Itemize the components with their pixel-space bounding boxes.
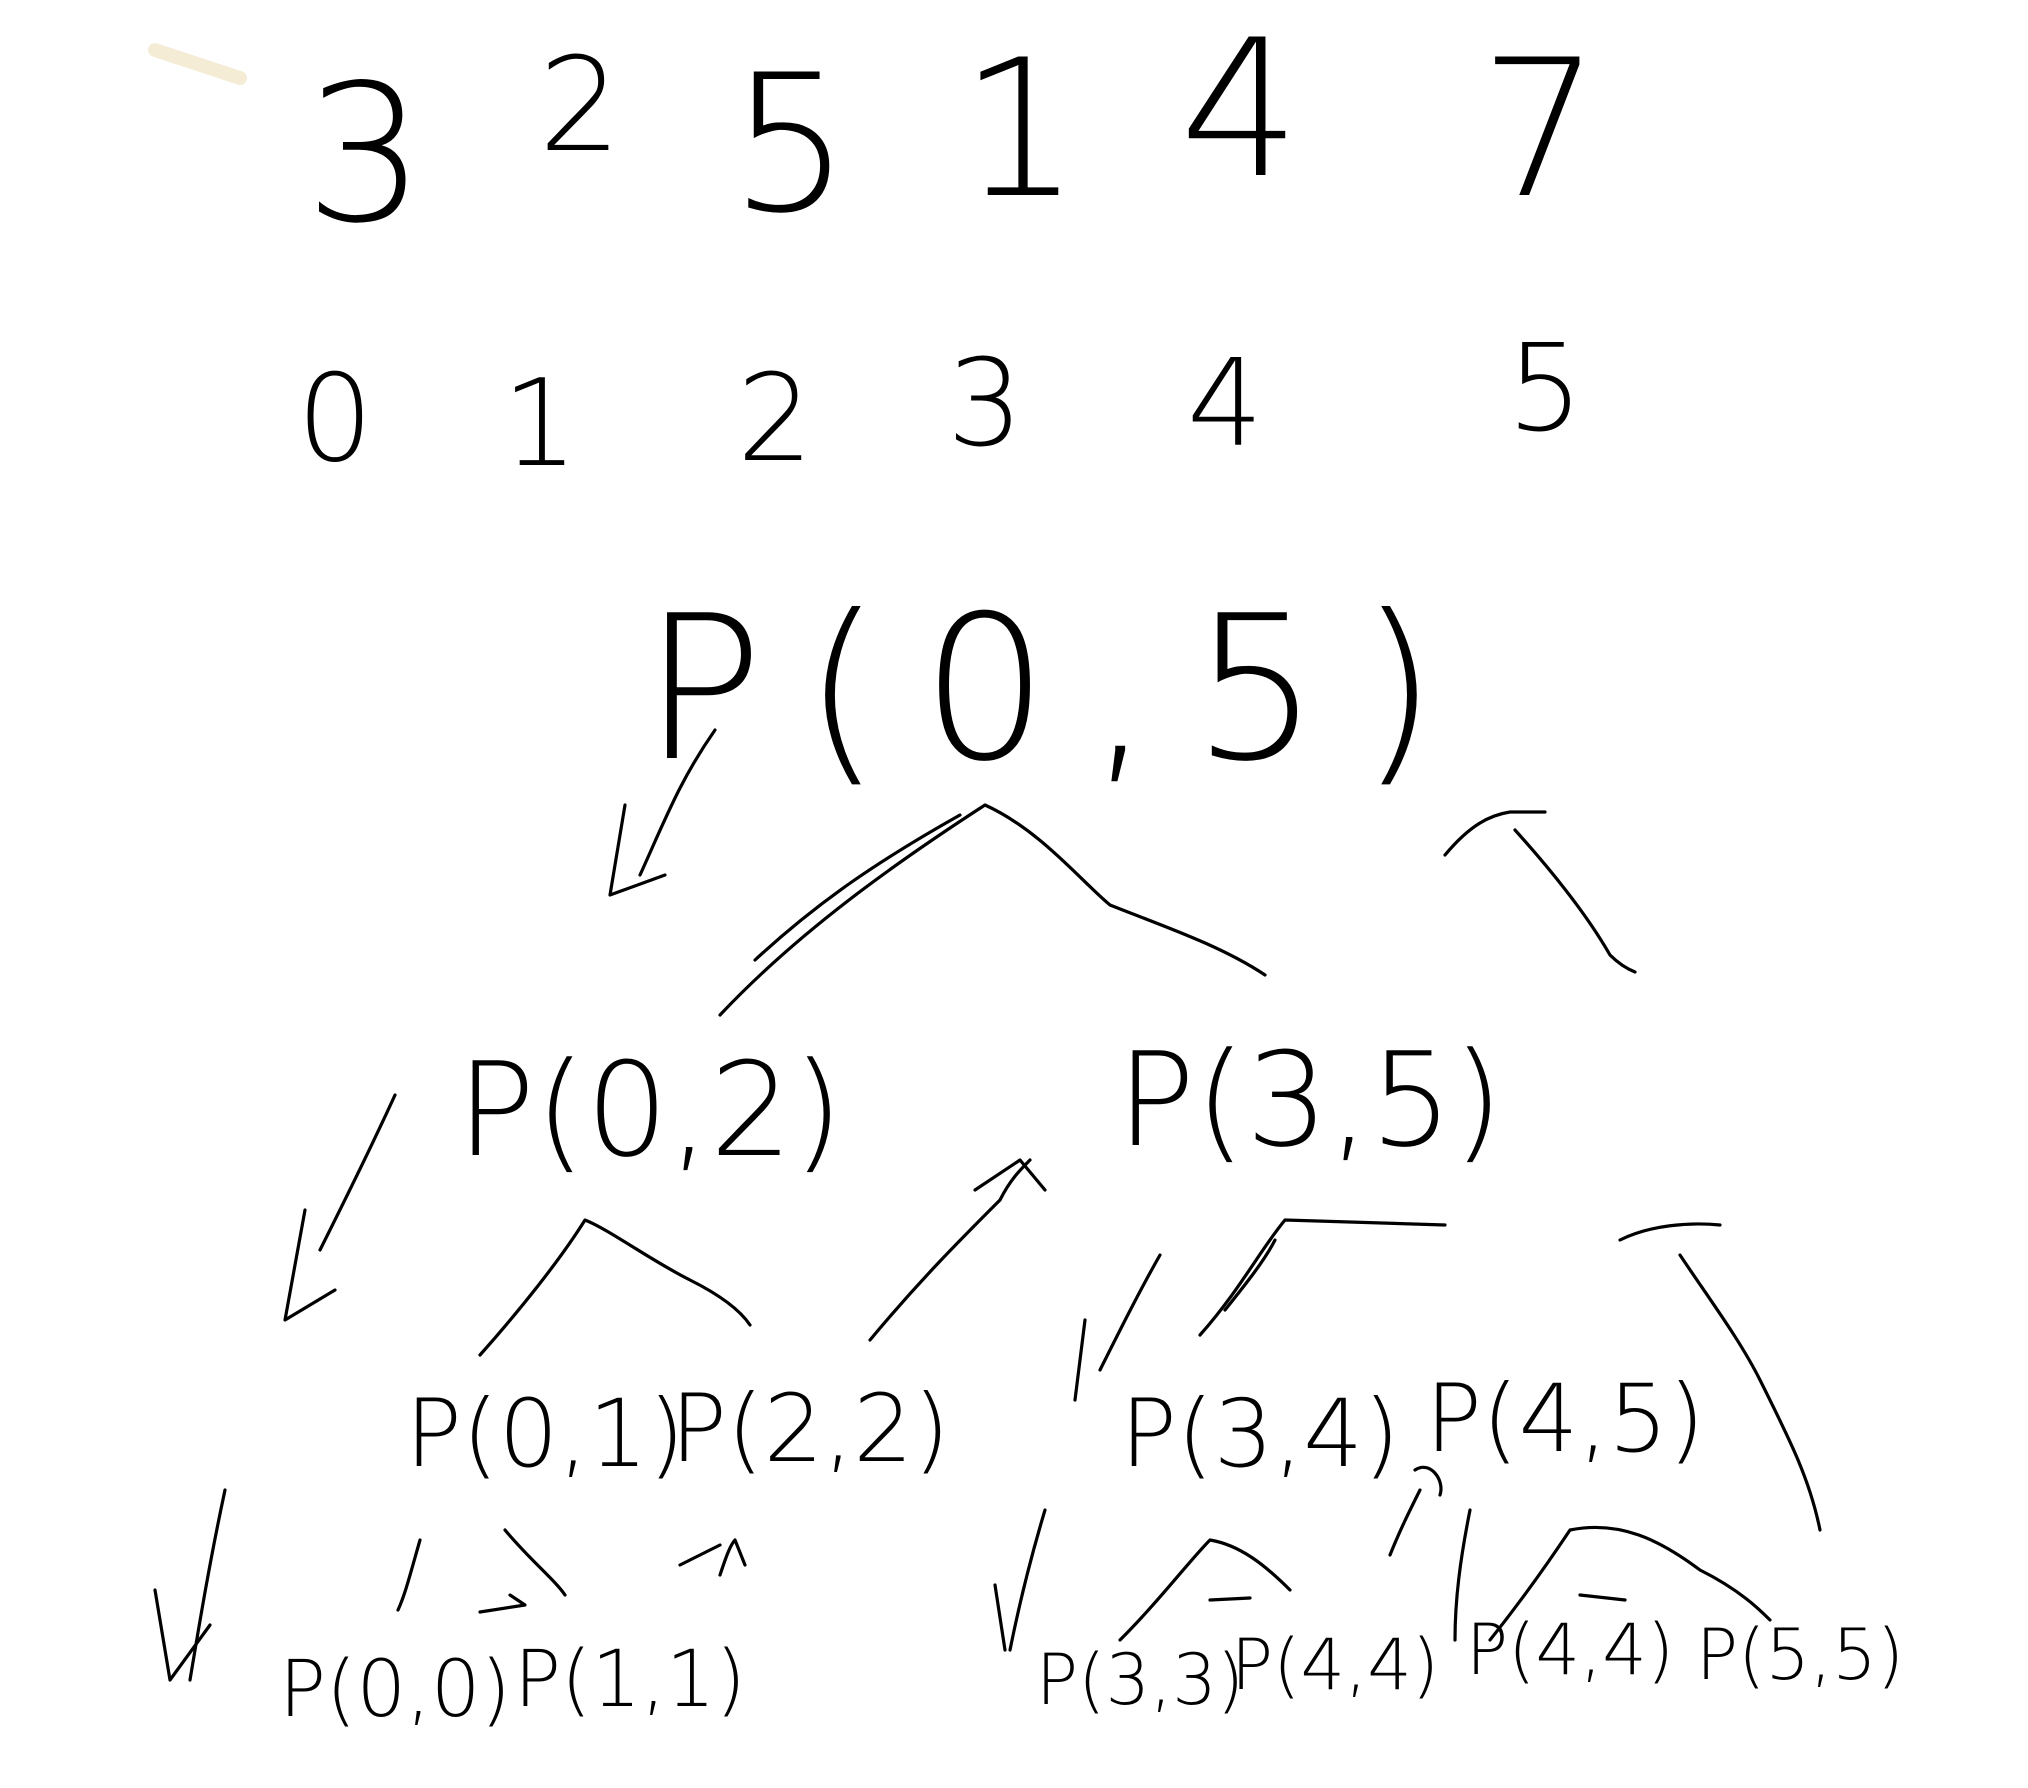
arrow-p11-up	[718, 1538, 747, 1577]
tree-node-p34: P(3,4)	[1120, 1380, 1400, 1489]
array-value-1: 2	[538, 29, 622, 181]
tree-node-p22: P(2,2)	[670, 1375, 950, 1484]
arrow-p45-up-shaft	[1388, 1488, 1422, 1557]
arrowhead-up-to-p35	[973, 1158, 1047, 1192]
arrowhead-p02-down	[283, 1208, 337, 1322]
arrowhead-root-down	[608, 803, 667, 897]
tree-node-p45: P(4,5)	[1425, 1365, 1705, 1474]
tree-node-p02: P(0,2)	[456, 1034, 844, 1186]
arrow-return-p35-shaft	[1678, 1253, 1822, 1532]
edge-p01-right	[503, 1528, 567, 1597]
edge-p01-left	[396, 1538, 422, 1612]
arrow-root-down	[638, 728, 717, 877]
edge-p02-split	[478, 1218, 752, 1357]
array-index-2: 2	[736, 350, 814, 489]
arrowhead-p35-down	[1073, 1318, 1087, 1402]
tree-node-p44-a: P(4,4)	[1230, 1624, 1440, 1706]
edge-p45-split	[1488, 1525, 1772, 1642]
array-value-2: 5	[729, 34, 851, 255]
array-index-4: 4	[1186, 335, 1264, 474]
edge-p35-left-retrace	[1223, 1238, 1277, 1312]
tree-node-p44-b: P(4,4)	[1465, 1609, 1675, 1691]
arrow-p01-down	[188, 1488, 227, 1682]
array-value-5: 7	[1479, 19, 1601, 240]
array-value-0: 3	[304, 44, 426, 265]
edge-root-left-retrace	[753, 813, 962, 962]
tree-node-p33: P(3,3)	[1035, 1639, 1245, 1721]
arrow-up-to-p35	[868, 1158, 1032, 1342]
arrow-return-root	[1443, 810, 1547, 857]
tree-node-p11: P(1,1)	[514, 1635, 746, 1725]
arrowhead-p01-down	[153, 1588, 212, 1682]
arrow-p00-to-p11	[478, 1593, 527, 1614]
tree-node-p00: P(0,0)	[279, 1645, 511, 1735]
arrow-p34-down	[1008, 1508, 1047, 1652]
tree-node-p01: P(0,1)	[405, 1380, 685, 1489]
arrow-p33-to-p44	[1208, 1596, 1252, 1602]
arrow-p44-to-p55	[1578, 1593, 1627, 1602]
highlighter-mark	[148, 43, 247, 85]
arrow-p02-down	[318, 1093, 397, 1252]
array-value-4: 4	[1179, 0, 1301, 220]
array-index-5: 5	[1506, 320, 1584, 459]
tree-node-p35: P(3,5)	[1116, 1024, 1504, 1176]
arrow-return-p35	[1618, 1222, 1722, 1242]
tree-root-node: P(0,5)	[642, 573, 1478, 806]
arrow-p45-up	[1413, 1465, 1443, 1497]
arrow-p35-down	[1098, 1253, 1162, 1372]
array-index-0: 0	[296, 350, 374, 489]
array-index-3: 3	[946, 335, 1024, 474]
edge-root-split	[718, 803, 1267, 1017]
arrowhead-p34-down	[993, 1583, 1007, 1652]
edge-p35-split	[1198, 1218, 1447, 1337]
edge-p34-split	[1118, 1538, 1292, 1642]
arrow-p45-down	[1453, 1508, 1472, 1642]
arrow-p11-up-tail	[678, 1543, 722, 1567]
arrow-return-root-shaft	[1513, 828, 1637, 974]
tree-node-p55: P(5,5)	[1695, 1614, 1905, 1696]
array-value-3: 1	[959, 19, 1081, 240]
array-index-1: 1	[501, 355, 579, 494]
